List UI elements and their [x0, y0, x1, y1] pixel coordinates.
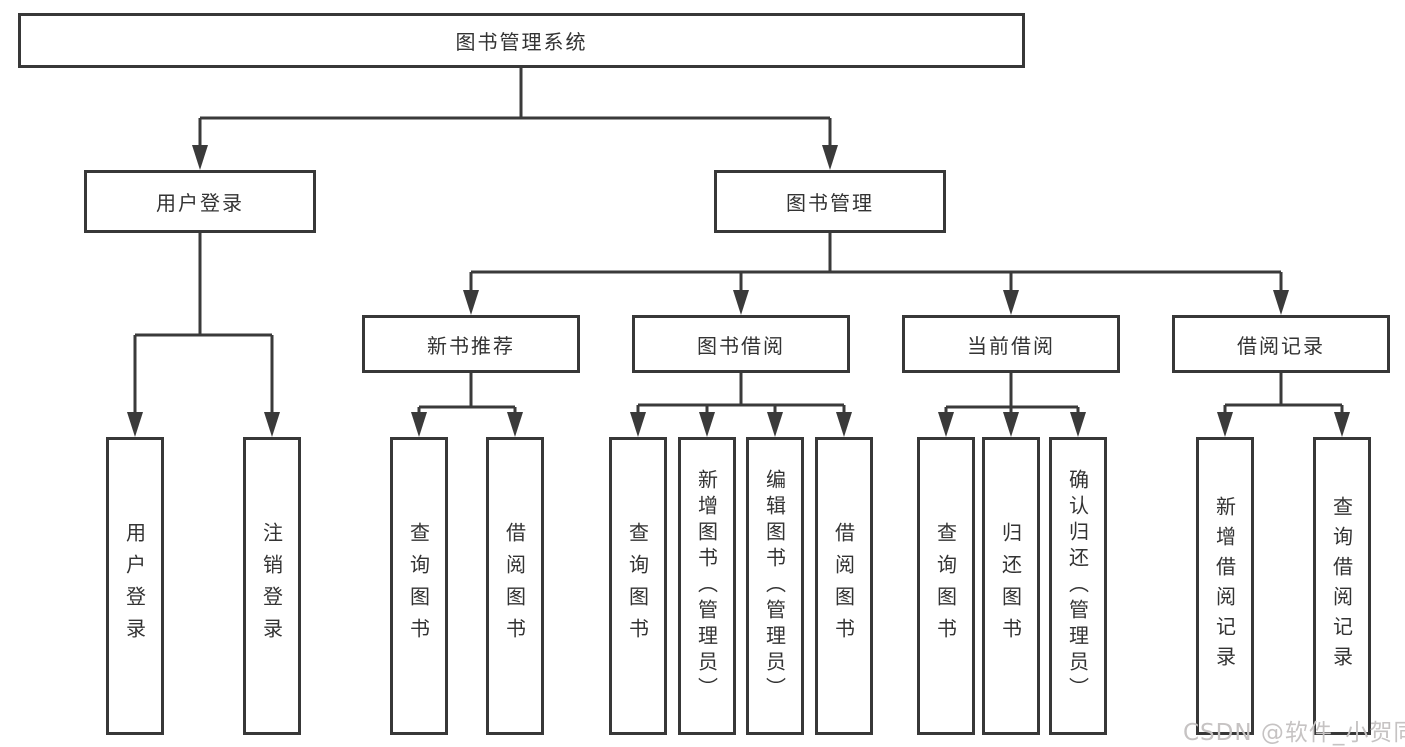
leaf-query-books-borrowing-label: 查询图书 — [625, 522, 650, 650]
leaf-borrow-books-borrowing: 借阅图书 — [815, 437, 873, 735]
leaf-query-borrow-record-label: 查询借阅记录 — [1329, 496, 1354, 676]
leaf-borrow-books-recommend-label: 借阅图书 — [502, 522, 527, 650]
leaf-add-book-admin: 新增图书（管理员） — [678, 437, 736, 735]
node-new-book-recommendation: 新书推荐 — [362, 315, 580, 373]
leaf-query-books-current: 查询图书 — [917, 437, 975, 735]
node-current-borrowing-label: 当前借阅 — [967, 333, 1055, 358]
node-current-borrowing: 当前借阅 — [902, 315, 1120, 373]
leaf-query-books-borrowing: 查询图书 — [609, 437, 667, 735]
leaf-return-books-label: 归还图书 — [998, 522, 1023, 650]
leaf-logout-login: 注销登录 — [243, 437, 301, 735]
watermark-text: CSDN @软件_小贺同学 — [1183, 720, 1405, 746]
node-book-borrowing: 图书借阅 — [632, 315, 850, 373]
leaf-query-borrow-record: 查询借阅记录 — [1313, 437, 1371, 735]
node-library-system-label: 图书管理系统 — [455, 30, 588, 54]
node-user-login-label: 用户登录 — [156, 191, 244, 215]
leaf-confirm-return-admin: 确认归还（管理员） — [1049, 437, 1107, 735]
leaf-add-borrow-record-label: 新增借阅记录 — [1212, 496, 1237, 676]
arrowheads — [127, 145, 1350, 437]
leaf-query-books-recommend: 查询图书 — [390, 437, 448, 735]
leaf-logout-login-label: 注销登录 — [259, 522, 284, 650]
leaf-add-book-admin-label: 新增图书（管理员） — [694, 469, 719, 703]
node-book-management: 图书管理 — [714, 170, 946, 233]
leaf-edit-book-admin-label: 编辑图书（管理员） — [762, 469, 787, 703]
leaf-add-borrow-record: 新增借阅记录 — [1196, 437, 1254, 735]
leaf-edit-book-admin: 编辑图书（管理员） — [746, 437, 804, 735]
leaf-return-books: 归还图书 — [982, 437, 1040, 735]
leaf-borrow-books-recommend: 借阅图书 — [486, 437, 544, 735]
leaf-user-login-label: 用户登录 — [122, 522, 147, 650]
leaf-query-books-current-label: 查询图书 — [933, 522, 958, 650]
leaf-user-login: 用户登录 — [106, 437, 164, 735]
leaf-confirm-return-admin-label: 确认归还（管理员） — [1065, 469, 1090, 703]
leaf-query-books-recommend-label: 查询图书 — [406, 522, 431, 650]
node-new-book-recommendation-label: 新书推荐 — [427, 333, 515, 358]
node-borrowing-records-label: 借阅记录 — [1237, 333, 1325, 358]
node-borrowing-records: 借阅记录 — [1172, 315, 1390, 373]
node-library-system: 图书管理系统 — [18, 13, 1025, 68]
node-book-management-label: 图书管理 — [786, 191, 874, 215]
node-user-login: 用户登录 — [84, 170, 316, 233]
node-book-borrowing-label: 图书借阅 — [697, 333, 785, 358]
leaf-borrow-books-borrowing-label: 借阅图书 — [831, 522, 856, 650]
